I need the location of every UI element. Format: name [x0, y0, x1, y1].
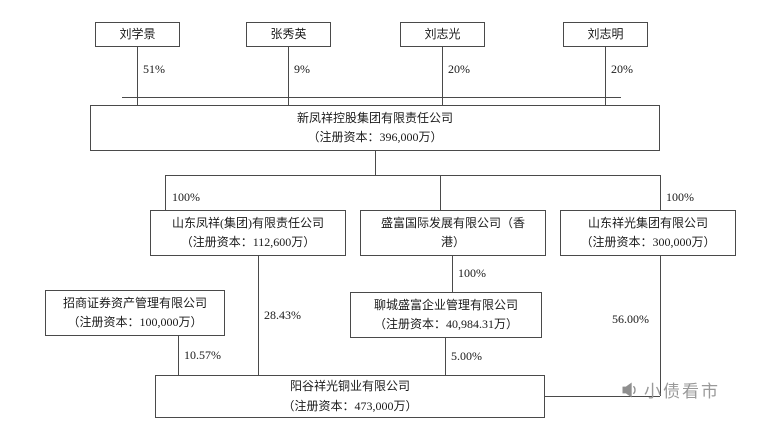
shareholder-name: 刘学景 — [119, 26, 156, 41]
connector-line — [660, 256, 661, 396]
company-name: 港） — [440, 235, 465, 249]
company-box-shandong-fengxiang: 山东凤祥(集团)有限责任公司 （注册资本：112,600万） — [150, 210, 346, 256]
shareholder-name: 张秀英 — [270, 26, 307, 41]
ownership-pct-label: 20% — [611, 62, 633, 76]
company-name: 新凤祥控股集团有限责任公司 — [296, 110, 453, 125]
ownership-pct-label: 28.43% — [264, 308, 301, 322]
ownership-pct-label: 100% — [666, 190, 694, 204]
connector-line — [165, 175, 166, 210]
ownership-pct-label: 10.57% — [184, 348, 221, 362]
shareholder-box-liuzhiguang: 刘志光 — [400, 22, 485, 47]
shareholder-box-liuzhiming: 刘志明 — [563, 22, 648, 47]
registered-capital: （注册资本：40,984.31万） — [373, 317, 518, 331]
company-box-yanggu-xiangguang-copper: 阳谷祥光铜业有限公司 （注册资本：473,000万） — [155, 375, 545, 418]
watermark-text: 小债看市 — [644, 382, 720, 401]
connector-line — [445, 338, 446, 375]
ownership-pct-label: 9% — [294, 62, 310, 76]
connector-line — [178, 336, 179, 375]
company-name: 山东祥光集团有限公司 — [587, 215, 708, 230]
shareholder-name: 刘志明 — [587, 26, 624, 41]
watermark: 小债看市 — [620, 377, 720, 402]
connector-line — [605, 47, 606, 105]
connector-line — [165, 175, 660, 176]
shareholder-name: 刘志光 — [424, 26, 461, 41]
ownership-pct-label: 100% — [172, 190, 200, 204]
ownership-pct-label: 20% — [448, 62, 470, 76]
connector-line — [137, 47, 138, 105]
connector-line — [452, 256, 453, 292]
company-name: 阳谷祥光铜业有限公司 — [289, 379, 410, 394]
registered-capital: （注册资本：396,000万） — [307, 130, 443, 144]
ownership-pct-label: 51% — [143, 62, 165, 76]
ownership-pct-label: 5.00% — [451, 349, 482, 363]
shareholder-box-liuxuejing: 刘学景 — [95, 22, 180, 47]
company-name: 聊城盛富企业管理有限公司 — [373, 297, 518, 312]
registered-capital: （注册资本：112,600万） — [180, 235, 316, 249]
connector-line — [440, 175, 441, 210]
connector-line — [258, 256, 259, 375]
connector-line — [545, 396, 660, 397]
registered-capital: （注册资本：473,000万） — [282, 398, 418, 413]
company-box-liaocheng-shengfu: 聊城盛富企业管理有限公司 （注册资本：40,984.31万） — [350, 292, 542, 338]
connector-line — [375, 151, 376, 175]
connector-line — [288, 47, 289, 105]
company-box-shengfu-international: 盛富国际发展有限公司（香 港） — [360, 210, 546, 256]
ownership-pct-label: 100% — [458, 266, 486, 280]
registered-capital: （注册资本：300,000万） — [580, 235, 716, 249]
connector-line — [442, 47, 443, 105]
company-name: 山东凤祥(集团)有限责任公司 — [172, 215, 324, 230]
shareholder-box-zhangxiuying: 张秀英 — [246, 22, 331, 47]
company-box-shandong-xiangguang: 山东祥光集团有限公司 （注册资本：300,000万） — [560, 210, 736, 256]
company-name: 招商证券资产管理有限公司 — [62, 295, 207, 310]
megaphone-icon — [620, 380, 640, 400]
company-box-zhaoshang-securities: 招商证券资产管理有限公司 （注册资本：100,000万） — [45, 290, 225, 336]
company-box-holding: 新凤祥控股集团有限责任公司 （注册资本：396,000万） — [90, 105, 660, 151]
ownership-pct-label: 56.00% — [612, 312, 649, 326]
connector-line — [122, 97, 621, 98]
registered-capital: （注册资本：100,000万） — [67, 315, 203, 329]
company-name: 盛富国际发展有限公司（香 — [380, 215, 525, 230]
connector-line — [660, 175, 661, 210]
